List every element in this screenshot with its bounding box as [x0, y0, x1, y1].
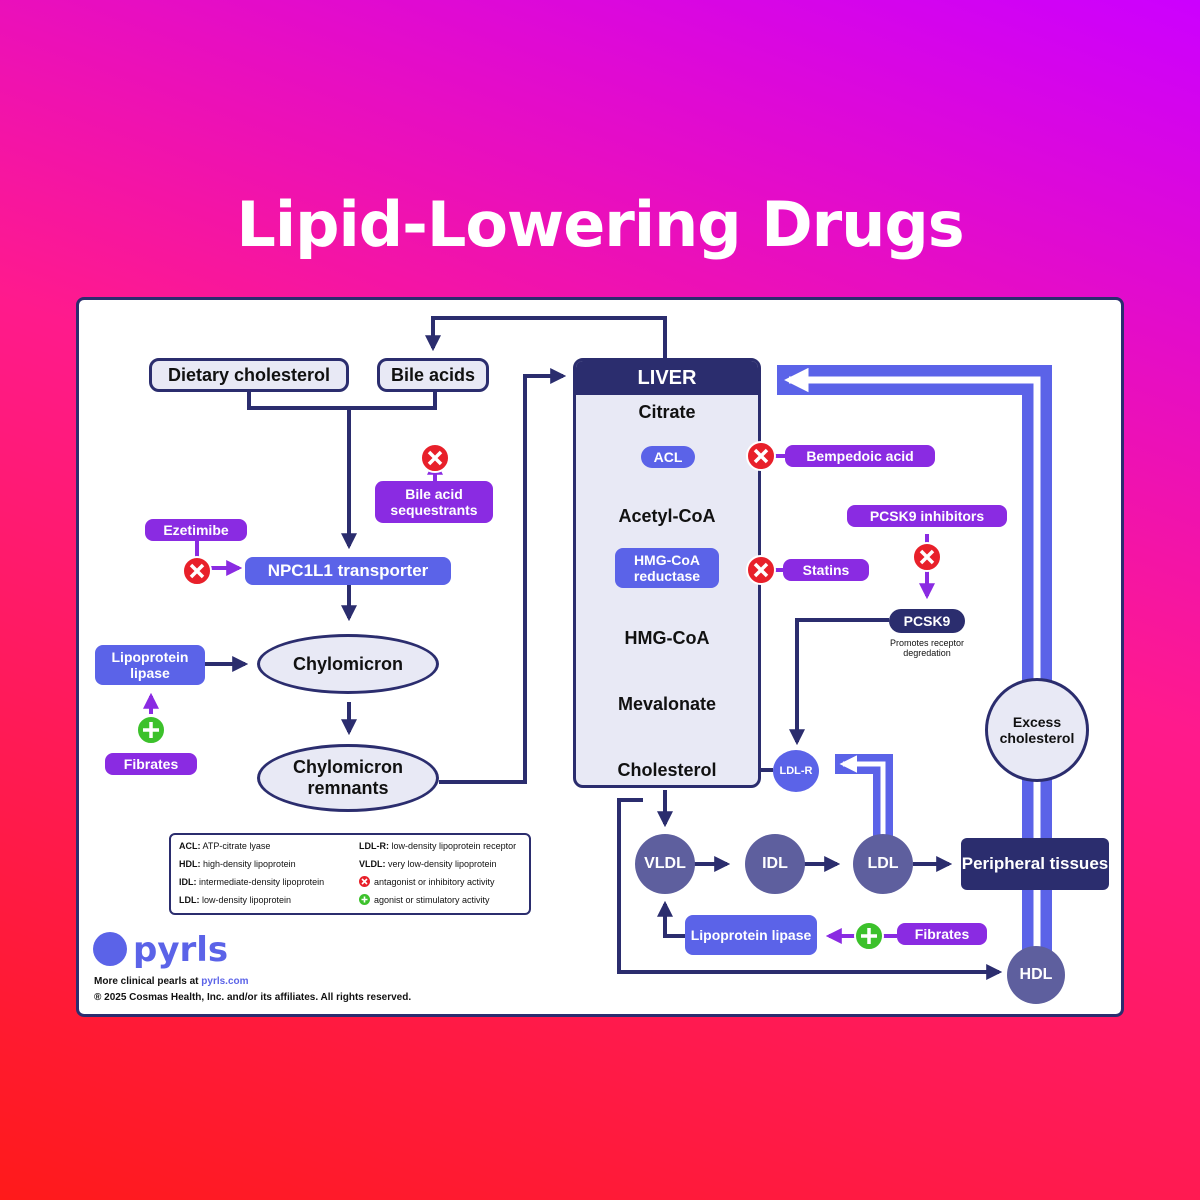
bempedoic-acid-node: Bempedoic acid [785, 445, 935, 467]
legend-definition: low-density lipoprotein [202, 895, 292, 905]
chylomicron-remnants-node: Chylomicron remnants [257, 744, 439, 812]
legend-definition: high-density lipoprotein [203, 859, 296, 869]
legend-term: LDL: [179, 895, 200, 905]
dietary-cholesterol-node: Dietary cholesterol [149, 358, 349, 392]
cholesterol-node: Cholesterol [617, 760, 717, 780]
brand-name: pyrls [133, 930, 229, 970]
peripheral-tissues-node: Peripheral tissues [961, 838, 1109, 890]
hdl-node: HDL [1007, 946, 1065, 1004]
fibrates-right-node: Fibrates [897, 923, 987, 945]
diagram-panel: Dietary cholesterol Bile acids Bile acid… [76, 297, 1124, 1017]
ezetimibe-node: Ezetimibe [145, 519, 247, 541]
hmg-coa-node: HMG-CoA [624, 628, 710, 648]
npc1l1-transporter-node: NPC1L1 transporter [245, 557, 451, 585]
legend-term: ACL: [179, 841, 201, 851]
legend-term: IDL: [179, 877, 197, 887]
legend-agonist-text: agonist or stimulatory activity [374, 894, 490, 905]
pyrls-logo-icon [93, 932, 127, 966]
lipoprotein-lipase-left-node: Lipoprotein lipase [95, 645, 205, 685]
legend-antagonist-text: antagonist or inhibitory activity [374, 876, 495, 887]
legend-box: ACL: ATP-citrate lyase HDL: high-density… [169, 833, 531, 915]
liver-box: LIVER Citrate ACL Acetyl-CoA HMG-CoA red… [573, 358, 761, 788]
page-title: Lipid-Lowering Drugs [236, 188, 964, 261]
hmg-coa-reductase-node: HMG-CoA reductase [615, 548, 719, 588]
acl-node: ACL [641, 446, 695, 468]
legend-term: VLDL: [359, 859, 386, 869]
pyrls-logo: pyrls [93, 930, 228, 970]
legend-definition: intermediate-density lipoprotein [199, 877, 325, 887]
legend-term: LDL-R: [359, 841, 389, 851]
pcsk9-inhibitors-node: PCSK9 inhibitors [847, 505, 1007, 527]
mevalonate-node: Mevalonate [617, 694, 717, 714]
liver-title: LIVER [576, 361, 758, 395]
acetyl-coa-node: Acetyl-CoA [618, 506, 716, 526]
legend-definition: ATP-citrate lyase [202, 841, 271, 851]
fibrates-left-node: Fibrates [105, 753, 197, 775]
footer-copyright: ® 2025 Cosmas Health, Inc. and/or its af… [94, 992, 412, 1003]
vldl-node: VLDL [635, 834, 695, 894]
bile-acids-node: Bile acids [377, 358, 489, 392]
legend-definition: very low-density lipoprotein [388, 859, 497, 869]
citrate-node: Citrate [638, 402, 696, 422]
lipoprotein-lipase-right-node: Lipoprotein lipase [685, 915, 817, 955]
idl-node: IDL [745, 834, 805, 894]
statins-node: Statins [783, 559, 869, 581]
legend-term: HDL: [179, 859, 201, 869]
pcsk9-note: Promotes receptor degredation [889, 637, 965, 658]
pcsk9-node: PCSK9 [889, 609, 965, 633]
footer-more-label: More clinical pearls at [94, 976, 199, 987]
ldl-node: LDL [853, 834, 913, 894]
inhibit-x-icon [359, 876, 370, 887]
chylomicron-node: Chylomicron [257, 634, 439, 694]
stimulate-plus-icon [359, 894, 370, 905]
ldl-r-node: LDL-R [773, 750, 819, 792]
footer-site-link[interactable]: pyrls.com [201, 976, 249, 987]
bile-acid-sequestrants-node: Bile acid sequestrants [375, 481, 493, 523]
legend-definition: low-density lipoprotein receptor [391, 841, 517, 851]
excess-cholesterol-node: Excess cholesterol [985, 678, 1089, 782]
footer-more-text: More clinical pearls at pyrls.com [94, 976, 249, 987]
